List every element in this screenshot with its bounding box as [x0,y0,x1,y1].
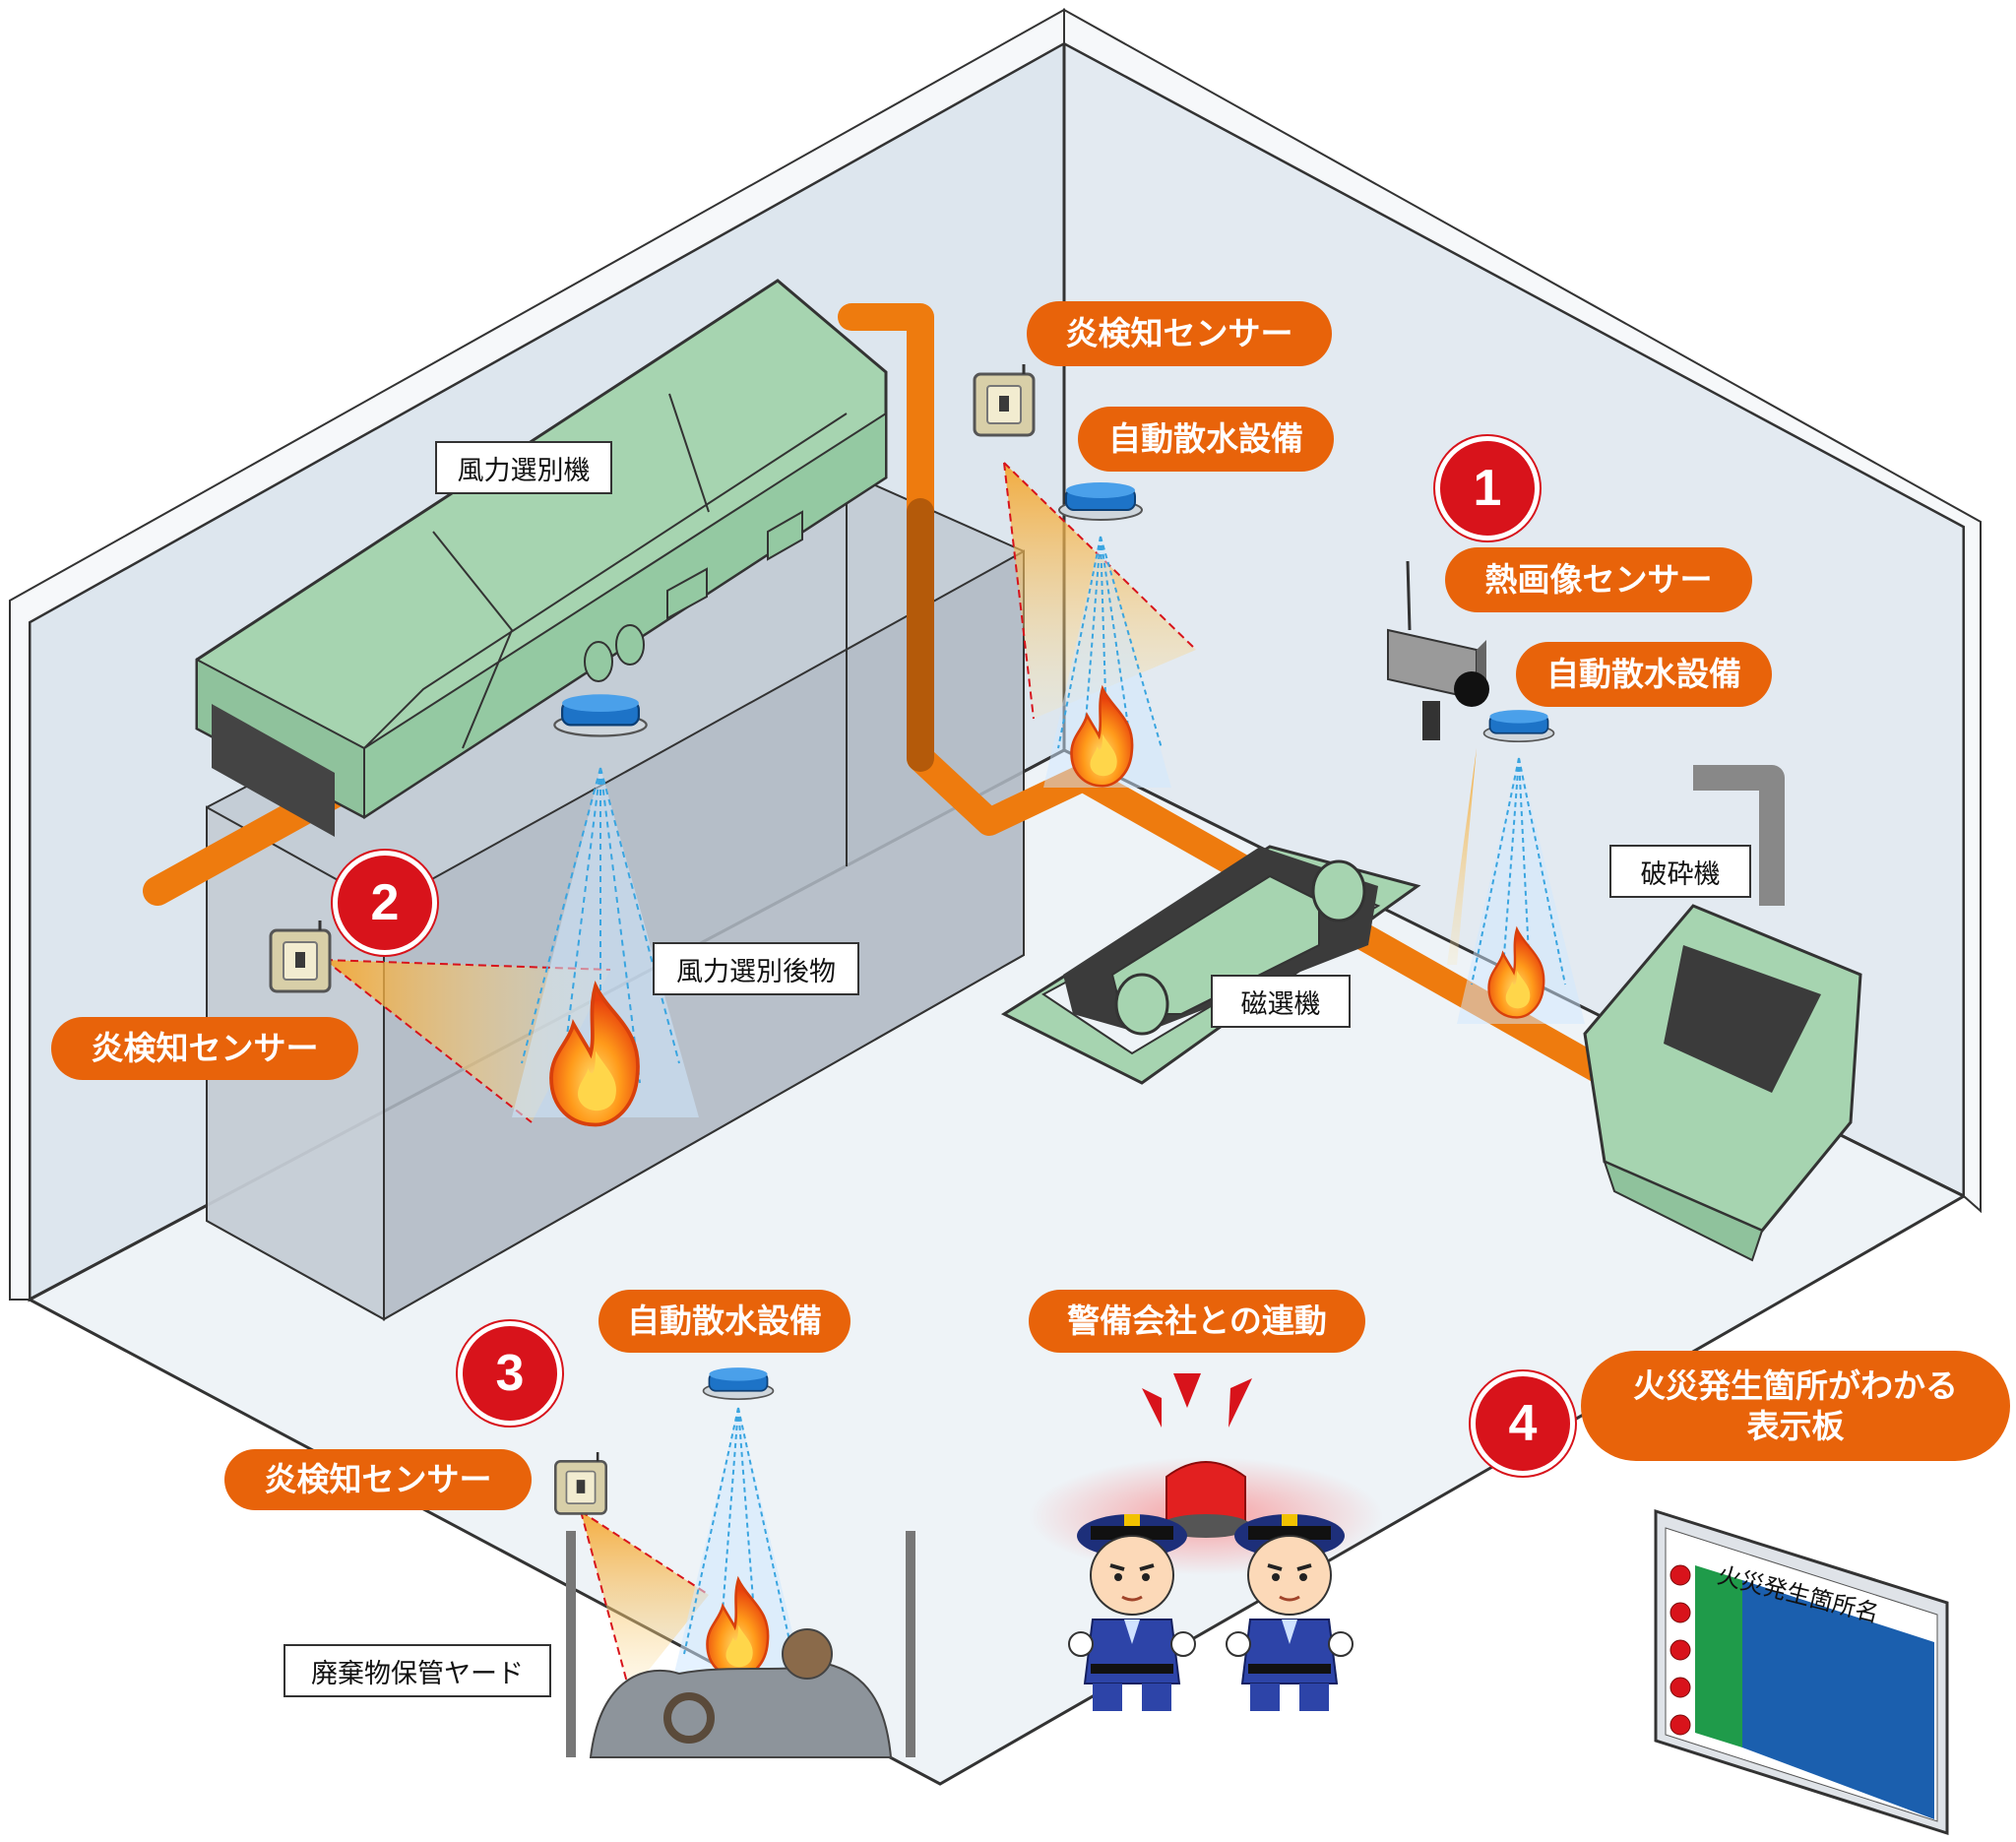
sprinkler-icon [1482,709,1555,743]
number-2-badge: 2 [333,851,437,955]
thermal-camera-icon [1387,560,1489,740]
fire-board-callout: 火災発生箇所がわかる 表示板 [1581,1351,2010,1461]
flame-sensor-bottom-group [553,1452,710,1694]
crusher [1583,765,1862,1262]
flame-sensor-left-callout: 炎検知センサー [51,1017,358,1080]
fire-board-callout-line2: 表示板 [1746,1407,1845,1445]
magnetic-separator-label: 磁選機 [1211,975,1351,1028]
number-1-badge: 1 [1435,436,1540,540]
wind-separator [195,279,888,837]
fire-board-callout-line1: 火災発生箇所がわかる [1633,1366,1958,1405]
crusher-label: 破砕機 [1609,845,1751,898]
sprinkler-right-callout: 自動散水設備 [1516,642,1772,707]
wind-separator-label: 風力選別機 [435,441,612,494]
after-separation-label: 風力選別後物 [653,942,859,995]
security-guard-icon [1225,1512,1354,1713]
thermal-sensor-callout: 熱画像センサー [1445,547,1752,612]
fire-location-board [1654,1508,1949,1836]
number-3-badge: 3 [458,1321,562,1426]
sprinkler-bottom-callout: 自動散水設備 [598,1290,850,1353]
sprinkler-right-group [1447,709,1585,1024]
sprinkler-icon [1058,482,1143,521]
waste-yard [566,1531,915,1758]
sprinkler-top-group [1043,482,1171,788]
sprinkler-mid-group [512,694,699,1127]
number-4-badge: 4 [1471,1371,1575,1476]
flame-sensor-top-callout: 炎検知センサー [1027,301,1332,366]
waste-yard-label: 廃棄物保管ヤード [284,1644,551,1697]
sprinkler-icon [702,1366,775,1401]
flame-sensor-bottom-callout: 炎検知センサー [224,1449,532,1510]
security-link-callout: 警備会社との連動 [1029,1290,1365,1353]
sprinkler-top-callout: 自動散水設備 [1078,407,1334,472]
sprinkler-bottom-group [669,1366,807,1693]
sprinkler-icon [553,694,648,737]
magnetic-separator [1000,845,1421,1085]
